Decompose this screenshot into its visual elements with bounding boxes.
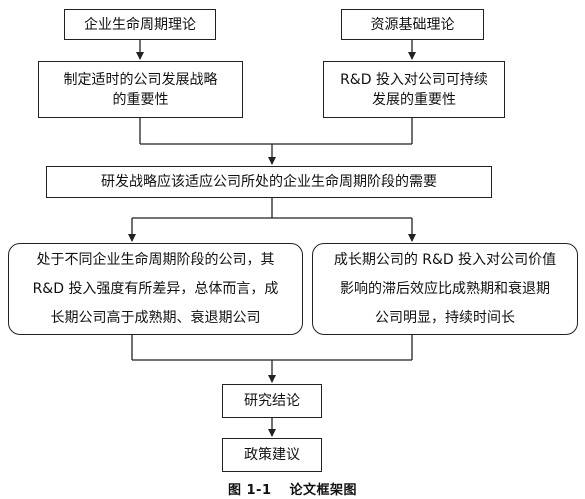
box-research-conclusion: 研究结论 <box>222 384 322 418</box>
box-finding-rd-intensity: 处于不同企业生命周期阶段的公司，其 R&D 投入强度有所差异，总体而言，成 长期… <box>8 243 303 335</box>
box-strategy-adaptation-need: 研发战略应该适应公司所处的企业生命周期阶段的需要 <box>46 166 492 198</box>
figure-number: 图 1-1 <box>227 483 272 498</box>
figure-caption: 图 1-1 论文框架图 <box>0 479 585 498</box>
box-strategy-importance: 制定适时的公司发展战略 的重要性 <box>38 61 243 118</box>
figure-title: 论文框架图 <box>289 483 358 498</box>
box-life-cycle-theory: 企业生命周期理论 <box>64 9 216 40</box>
box-policy-suggestion: 政策建议 <box>222 438 322 472</box>
box-rd-importance: R&D 投入对公司可持续 发展的重要性 <box>323 61 505 118</box>
box-finding-lag-effect: 成长期公司的 R&D 投入对公司价值 影响的滞后效应比成熟期和衰退期 公司明显，… <box>312 243 578 335</box>
box-resource-theory: 资源基础理论 <box>341 9 484 40</box>
